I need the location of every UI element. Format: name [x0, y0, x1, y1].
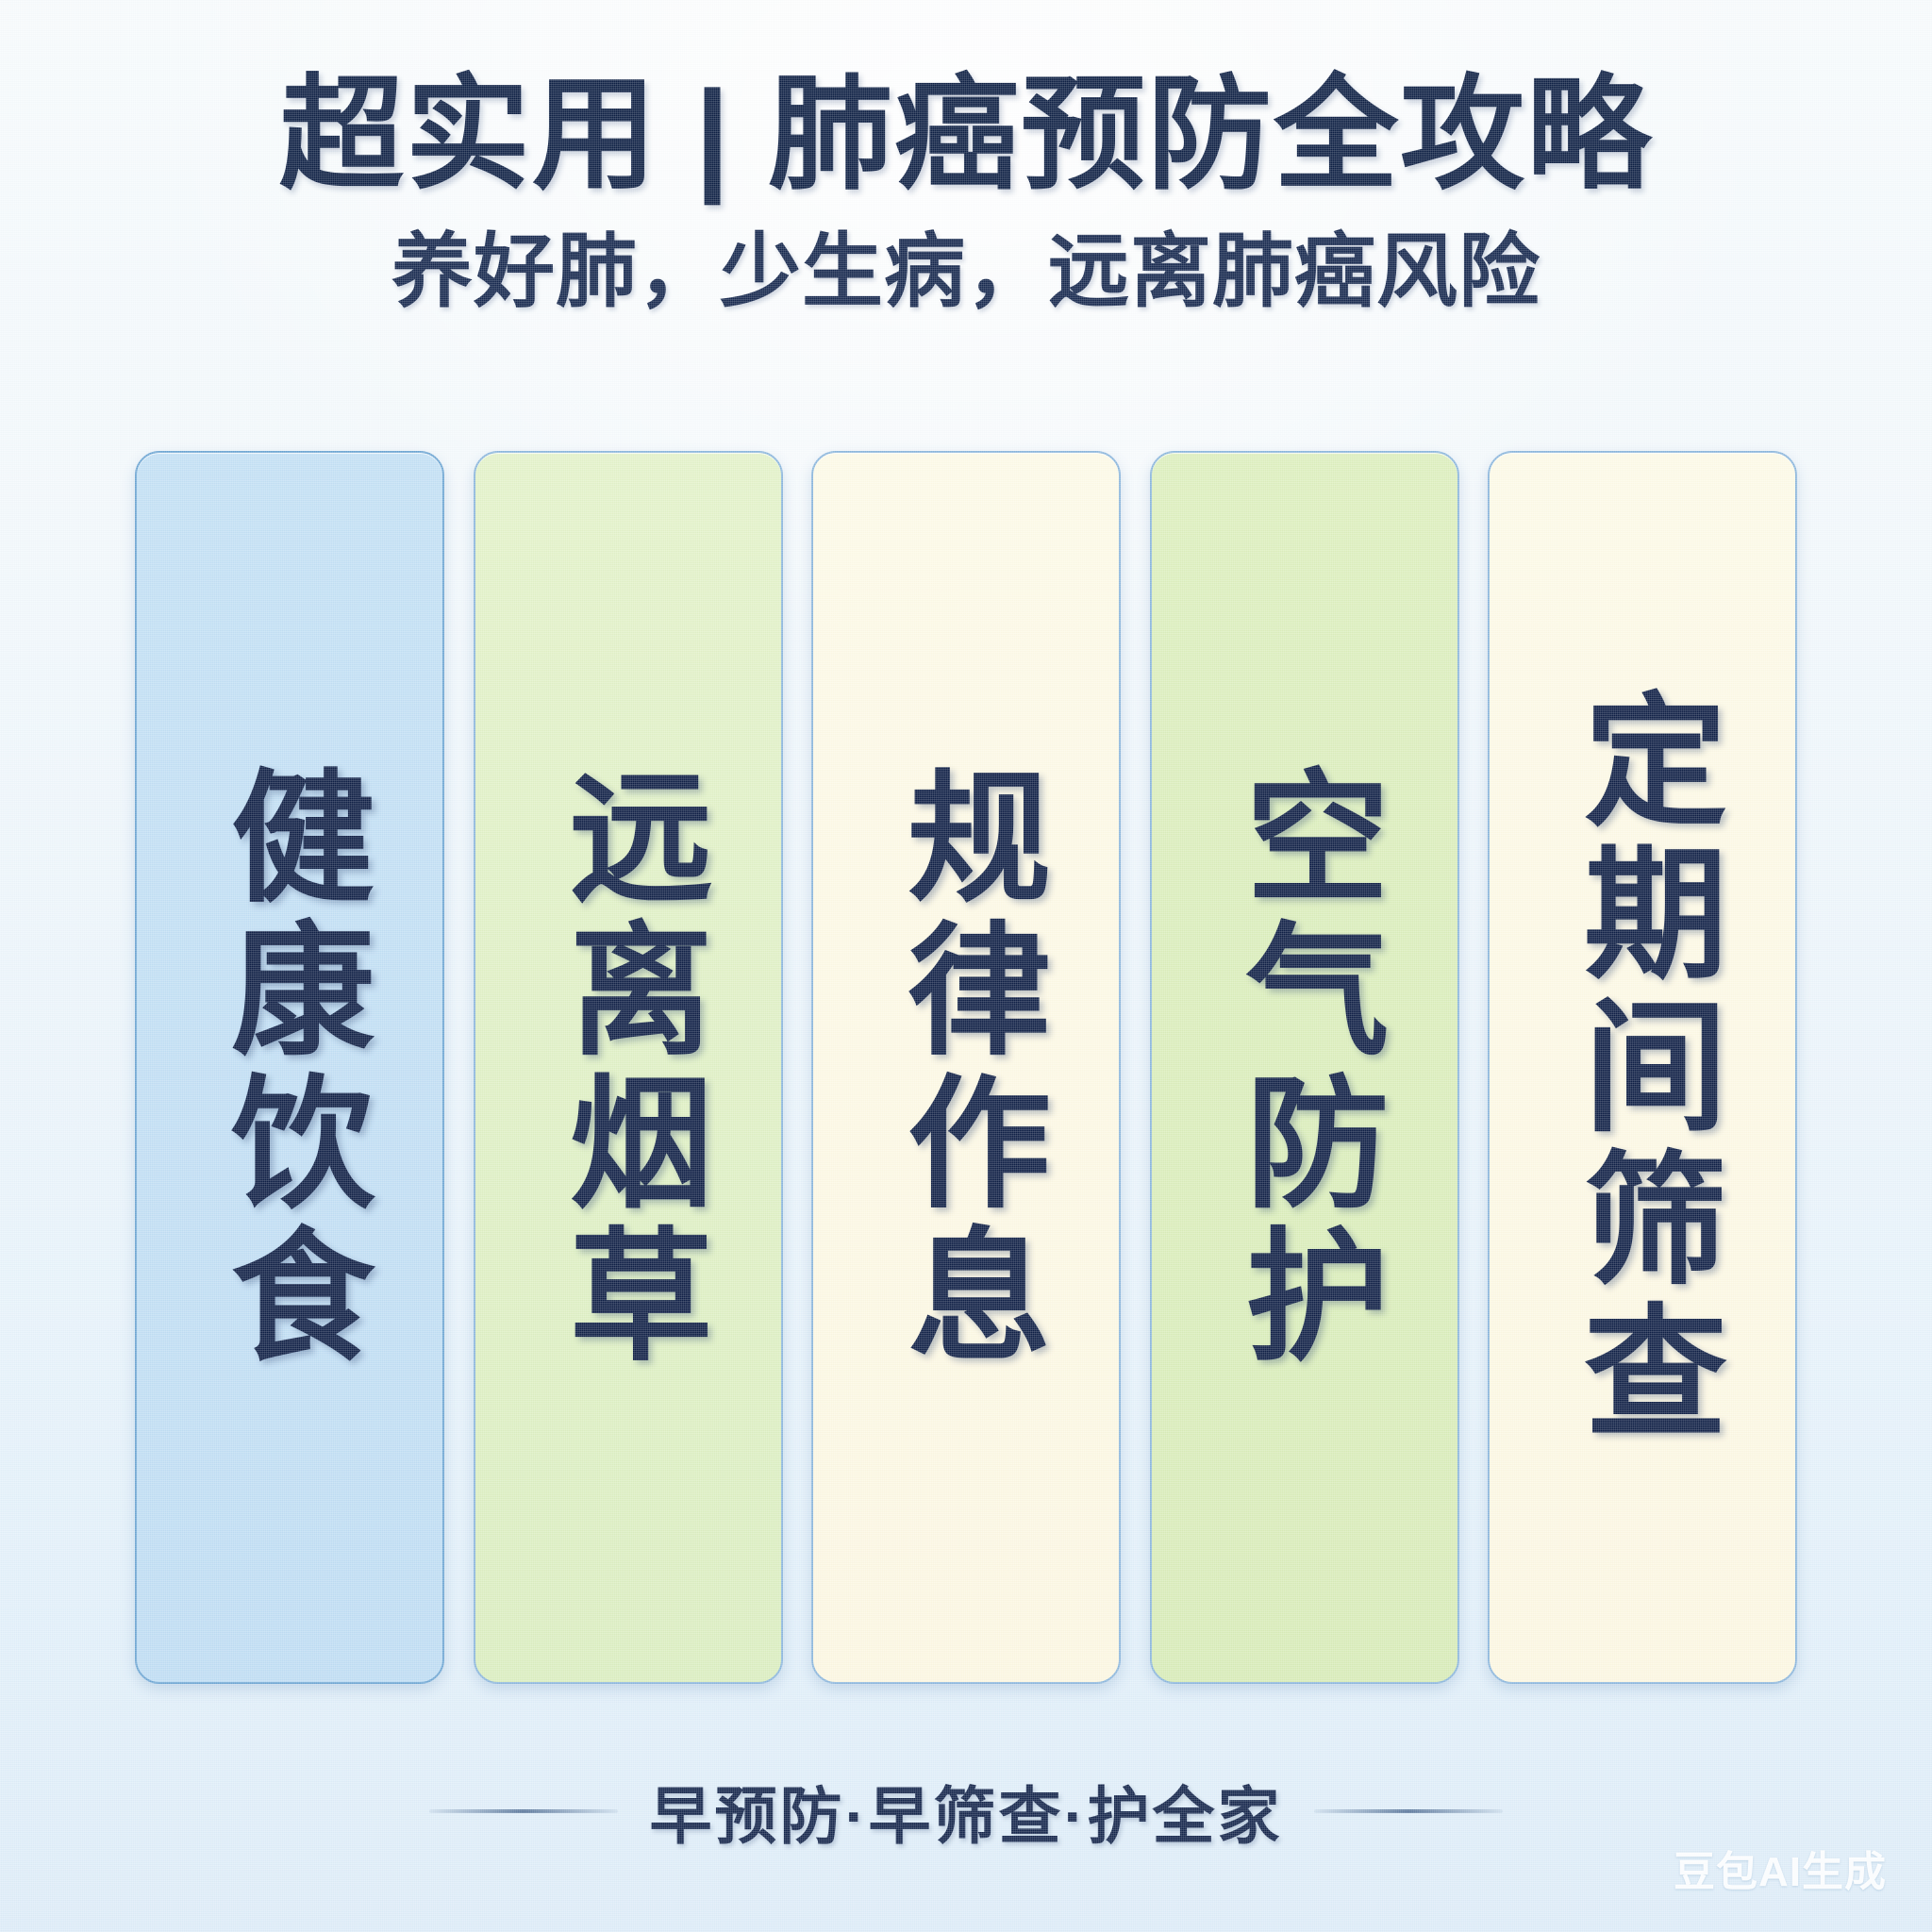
- footer-tagline: 早预防·早筛查·护全家: [649, 1781, 1283, 1851]
- page-subtitle: 养好肺，少生病，远离肺癌风险: [391, 225, 1541, 317]
- prevention-card-3[interactable]: 规律作息: [811, 451, 1121, 1684]
- poster-footer: 早预防·早筛查·护全家: [0, 1766, 1932, 1857]
- prevention-card-label: 定期间筛查: [1562, 685, 1724, 1450]
- prevention-card-label: 远离烟草: [547, 761, 708, 1374]
- prevention-card-label: 空气防护: [1224, 761, 1385, 1374]
- footer-rule-right: [1314, 1809, 1504, 1813]
- poster-header: 超实用 | 肺癌预防全攻略 养好肺，少生病，远离肺癌风险: [0, 0, 1932, 316]
- prevention-card-4[interactable]: 空气防护: [1149, 451, 1459, 1684]
- footer-rule-left: [428, 1809, 618, 1813]
- prevention-card-row: 健康饮食 远离烟草 规律作息 空气防护 定期间筛查: [135, 451, 1797, 1684]
- prevention-card-5[interactable]: 定期间筛查: [1488, 451, 1797, 1684]
- prevention-card-label: 健康饮食: [209, 761, 371, 1374]
- prevention-card-label: 规律作息: [886, 761, 1047, 1374]
- prevention-card-1[interactable]: 健康饮食: [135, 451, 444, 1684]
- prevention-card-2[interactable]: 远离烟草: [473, 451, 783, 1684]
- watermark-label: 豆包AI生成: [1674, 1849, 1887, 1895]
- page-title: 超实用 | 肺癌预防全攻略: [278, 65, 1654, 204]
